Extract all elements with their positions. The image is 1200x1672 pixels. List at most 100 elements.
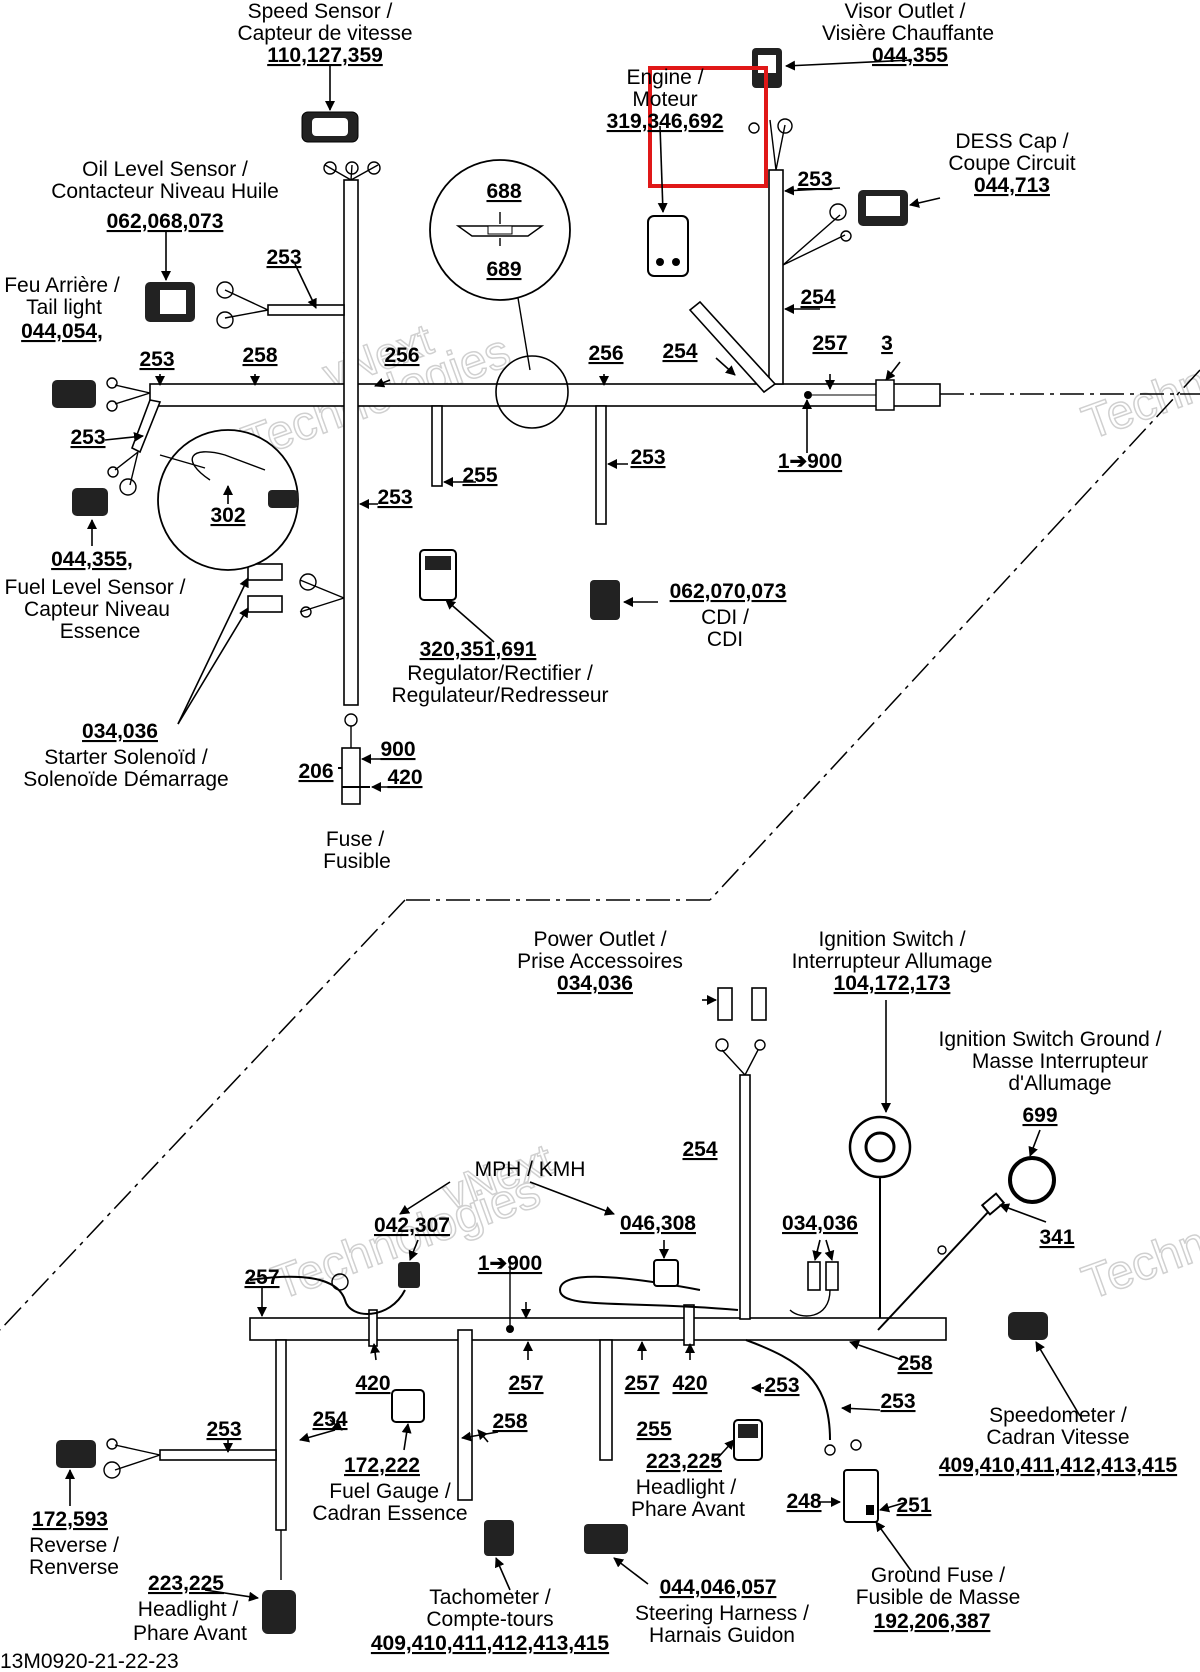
svg-text:Speedometer /: Speedometer / — [989, 1404, 1127, 1427]
svg-text:420: 420 — [355, 1372, 390, 1395]
svg-text:Ignition Switch Ground /: Ignition Switch Ground / — [939, 1028, 1162, 1051]
svg-text:409,410,411,412,413,415: 409,410,411,412,413,415 — [371, 1632, 610, 1655]
label-headlight-mid: 223,225 Headlight / Phare Avant — [631, 1450, 745, 1521]
svg-text:302: 302 — [210, 504, 245, 527]
label-starter: 034,036 Starter Solenoïd / Solenoïde Dém… — [23, 720, 228, 791]
svg-text:341: 341 — [1039, 1226, 1074, 1249]
svg-text:257: 257 — [812, 332, 847, 355]
svg-text:CDI: CDI — [707, 628, 743, 651]
svg-text:172,222: 172,222 — [344, 1454, 420, 1477]
svg-text:034,036: 034,036 — [782, 1212, 858, 1235]
svg-text:Feu Arrière /: Feu Arrière / — [4, 274, 120, 297]
svg-text:253: 253 — [630, 446, 665, 469]
label-speed-sensor: Speed Sensor / Capteur de vitesse 110,12… — [237, 0, 412, 67]
svg-text:Starter Solenoïd /: Starter Solenoïd / — [44, 746, 208, 769]
svg-text:1➔900: 1➔900 — [478, 1252, 542, 1275]
svg-text:Capteur Niveau: Capteur Niveau — [24, 598, 170, 621]
connector-speed-sensor-icon — [301, 111, 359, 143]
connector-ground-fuse-icon — [843, 1469, 879, 1523]
top-harness — [106, 118, 941, 805]
svg-text:255: 255 — [462, 464, 497, 487]
svg-text:044,713: 044,713 — [974, 174, 1050, 197]
svg-text:253: 253 — [206, 1418, 241, 1441]
svg-text:256: 256 — [384, 344, 419, 367]
svg-text:044,355,: 044,355, — [51, 548, 133, 571]
svg-text:Coupe Circuit: Coupe Circuit — [948, 152, 1075, 175]
label-speedometer: Speedometer / Cadran Vitesse 409,410,411… — [939, 1404, 1178, 1477]
svg-text:Technologies: Technologies — [266, 1165, 547, 1311]
label-ground-fuse: Ground Fuse / Fusible de Masse 192,206,3… — [856, 1564, 1021, 1633]
svg-text:699: 699 — [1022, 1104, 1057, 1127]
svg-text:034,036: 034,036 — [82, 720, 158, 743]
svg-text:253: 253 — [139, 348, 174, 371]
svg-text:CDI /: CDI / — [701, 606, 749, 629]
svg-text:172,593: 172,593 — [32, 1508, 108, 1531]
svg-text:Tachometer /: Tachometer / — [429, 1586, 551, 1609]
label-mph-kmh: MPH / KMH — [475, 1158, 586, 1181]
svg-text:Speed Sensor /: Speed Sensor / — [248, 0, 393, 23]
leaders — [65, 59, 1081, 1602]
connector-034-036-icon — [807, 1261, 839, 1291]
svg-text:258: 258 — [897, 1352, 932, 1375]
svg-text:Engine /: Engine / — [626, 66, 703, 89]
bottom-harness — [103, 1038, 991, 1580]
svg-text:192,206,387: 192,206,387 — [874, 1610, 991, 1633]
connector-fuel-gauge-icon — [391, 1389, 425, 1423]
label-fuse: Fuse / Fusible — [323, 828, 391, 873]
svg-text:Essence: Essence — [60, 620, 141, 643]
svg-text:255: 255 — [636, 1418, 671, 1441]
label-headlight-left: 223,225 Headlight / Phare Avant — [133, 1572, 247, 1645]
label-reverse: 172,593 Reverse / Renverse — [29, 1508, 119, 1579]
svg-text:Fusible: Fusible — [323, 850, 391, 873]
svg-text:Visor Outlet /: Visor Outlet / — [845, 0, 966, 23]
divider-lines — [0, 369, 1200, 1331]
svg-text:223,225: 223,225 — [646, 1450, 722, 1473]
svg-text:257: 257 — [508, 1372, 543, 1395]
svg-text:Visière Chauffante: Visière Chauffante — [822, 22, 994, 45]
svg-text:253: 253 — [797, 168, 832, 191]
svg-text:104,172,173: 104,172,173 — [834, 972, 951, 995]
svg-text:Ground Fuse /: Ground Fuse / — [871, 1564, 1005, 1587]
label-dess-cap: DESS Cap / Coupe Circuit 044,713 — [948, 130, 1075, 197]
connector-speedometer-icon — [1008, 1312, 1048, 1340]
connector-042-307-icon — [398, 1262, 420, 1288]
svg-text:046,308: 046,308 — [620, 1212, 696, 1235]
svg-text:110,127,359: 110,127,359 — [267, 44, 383, 67]
svg-text:Harnais Guidon: Harnais Guidon — [649, 1624, 795, 1647]
svg-text:Interrupteur Allumage: Interrupteur Allumage — [792, 950, 993, 973]
svg-text:Fuel Gauge /: Fuel Gauge / — [329, 1480, 451, 1503]
svg-text:Phare Avant: Phare Avant — [133, 1622, 247, 1645]
connector-steering-icon — [584, 1524, 628, 1554]
svg-text:3: 3 — [881, 332, 893, 355]
label-power-outlet: Power Outlet / Prise Accessoires 034,036 — [517, 928, 683, 995]
label-ignition-switch: Ignition Switch / Interrupteur Allumage … — [792, 928, 993, 995]
svg-text:062,068,073: 062,068,073 — [107, 210, 224, 233]
svg-text:Masse Interrupteur: Masse Interrupteur — [972, 1050, 1148, 1073]
connector-regulator-icon — [419, 549, 457, 601]
svg-text:Compte-tours: Compte-tours — [426, 1608, 553, 1631]
numbers-top: 688 689 302 3 253 253 253 253 253 253 25… — [70, 168, 892, 789]
label-fuel-level: 044,355, Fuel Level Sensor / Capteur Niv… — [5, 548, 186, 643]
svg-text:319,346,692: 319,346,692 — [607, 110, 724, 133]
label-cdi: 062,070,073 CDI / CDI — [670, 580, 787, 651]
svg-text:253: 253 — [266, 246, 301, 269]
svg-text:257: 257 — [244, 1266, 279, 1289]
label-visor-outlet: Visor Outlet / Visière Chauffante 044,35… — [822, 0, 994, 67]
connector-reverse-icon — [56, 1440, 96, 1468]
label-ignition-ground: Ignition Switch Ground / Masse Interrupt… — [939, 1028, 1162, 1127]
connector-engine-icon — [647, 215, 689, 277]
svg-text:044,355: 044,355 — [872, 44, 948, 67]
detail-688-689 — [429, 159, 571, 371]
label-tachometer: Tachometer / Compte-tours 409,410,411,41… — [371, 1586, 610, 1655]
svg-text:258: 258 — [492, 1410, 527, 1433]
connector-cdi-icon — [590, 580, 620, 620]
svg-text:254: 254 — [682, 1138, 717, 1161]
svg-text:Steering Harness /: Steering Harness / — [635, 1602, 809, 1625]
svg-text:248: 248 — [786, 1490, 821, 1513]
connector-tachometer-icon — [484, 1520, 514, 1556]
svg-text:253: 253 — [880, 1390, 915, 1413]
connector-tail-lead-icon — [52, 380, 96, 408]
svg-text:223,225: 223,225 — [148, 1572, 224, 1595]
svg-text:900: 900 — [380, 738, 415, 761]
svg-text:689: 689 — [486, 258, 521, 281]
